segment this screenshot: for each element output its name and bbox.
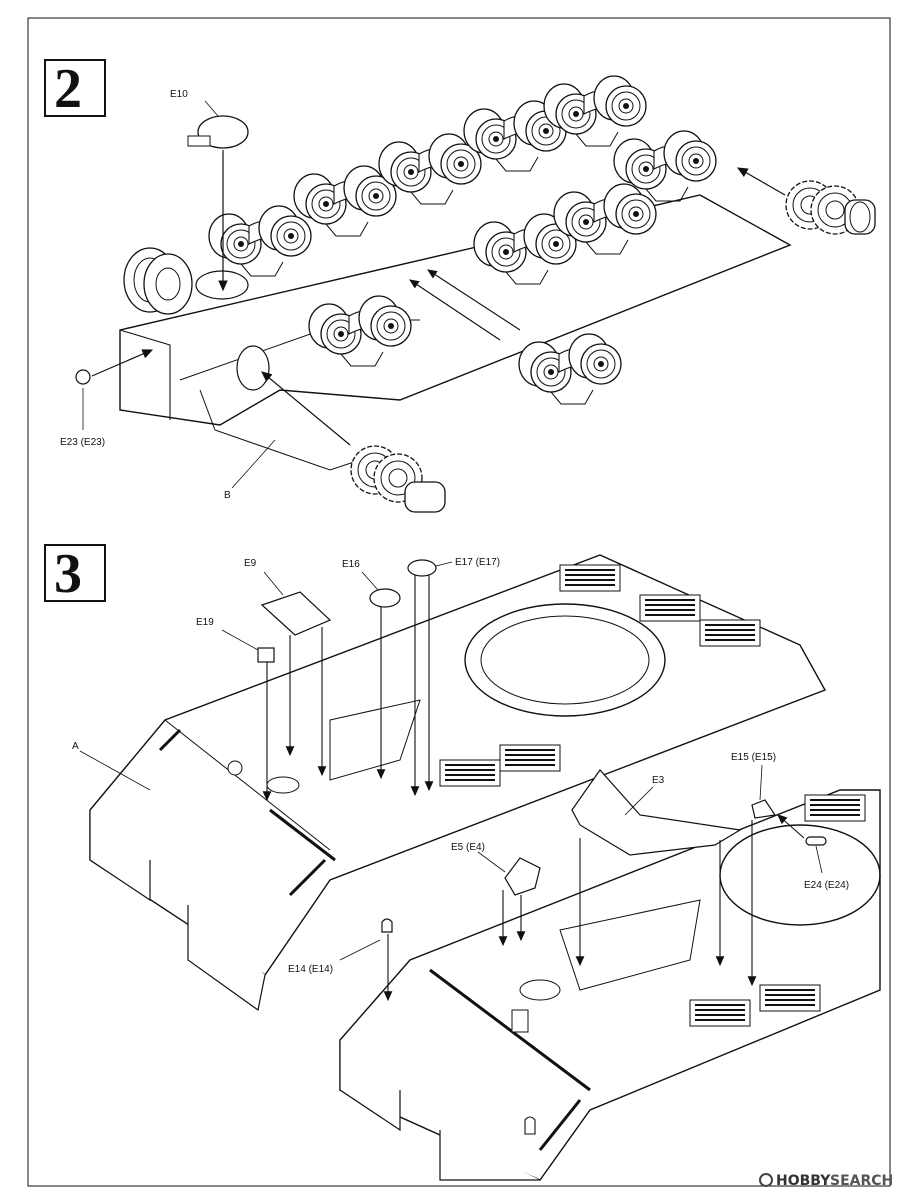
idler-wheel bbox=[123, 247, 193, 315]
label-B: B bbox=[224, 490, 231, 501]
label-E14: E14 (E14) bbox=[288, 964, 333, 975]
part-E23 bbox=[75, 369, 91, 385]
part-E9 bbox=[260, 591, 332, 636]
step-2-box bbox=[44, 59, 106, 117]
label-E5: E5 (E4) bbox=[451, 842, 485, 853]
label-E15: E15 (E15) bbox=[731, 752, 776, 763]
part-E19 bbox=[257, 647, 275, 663]
step-3-box bbox=[44, 544, 106, 602]
page-border bbox=[27, 17, 891, 1187]
label-E23: E23 (E23) bbox=[60, 437, 105, 448]
drive-sprocket bbox=[785, 180, 876, 235]
label-E16: E16 bbox=[342, 559, 360, 570]
hull-hole bbox=[195, 270, 249, 300]
part-E15 bbox=[751, 799, 777, 819]
watermark: HOBBY SEARCH bbox=[759, 1173, 893, 1189]
bogie-part bbox=[519, 334, 621, 404]
watermark-brand: HOBBY bbox=[776, 1173, 831, 1189]
sprocket-lower bbox=[350, 445, 446, 513]
watermark-brand2: SEARCH bbox=[830, 1173, 893, 1189]
label-E17: E17 (E17) bbox=[455, 557, 500, 568]
part-E16 bbox=[369, 588, 401, 608]
label-E19: E19 bbox=[196, 617, 214, 628]
step-2-number: 2 bbox=[54, 58, 82, 120]
part-E24 bbox=[805, 836, 827, 846]
hull-deck-detail bbox=[339, 789, 881, 1181]
step-3-number: 3 bbox=[54, 543, 82, 605]
part-E3 bbox=[571, 769, 742, 856]
label-E3: E3 bbox=[652, 775, 665, 786]
part-E14 bbox=[381, 918, 393, 933]
label-E24: E24 (E24) bbox=[804, 880, 849, 891]
label-E9: E9 bbox=[244, 558, 257, 569]
part-E17 bbox=[407, 559, 437, 577]
step-2-panel: 2 bbox=[44, 58, 876, 513]
label-A: A bbox=[72, 741, 79, 752]
turret-ring bbox=[464, 603, 666, 717]
step-3-panel: 3 E9 bbox=[44, 543, 881, 1181]
label-E10: E10 bbox=[170, 89, 188, 100]
part-E5 bbox=[504, 857, 541, 896]
part-E10 bbox=[187, 115, 249, 149]
